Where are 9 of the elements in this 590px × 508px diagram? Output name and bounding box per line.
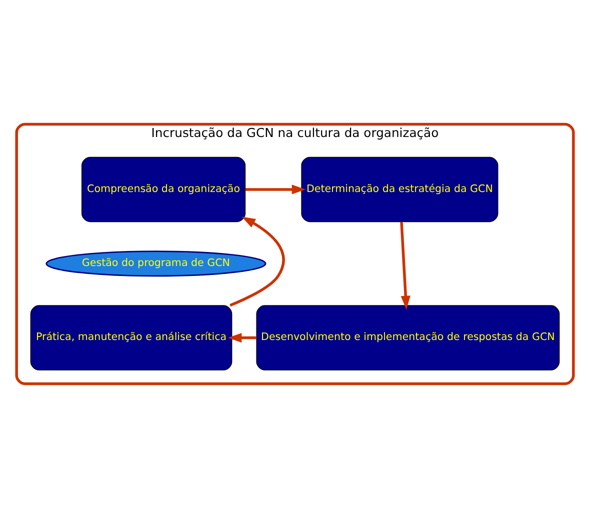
arrow [228, 332, 256, 343]
node-box: Determinação da estratégia da GCN [301, 156, 498, 222]
node-box: Compreensão da organização [81, 156, 246, 222]
node-box: Desenvolvimento e implementação de respostas da GCN [256, 305, 560, 370]
arrow [245, 184, 306, 194]
arrow [230, 216, 285, 307]
arrow [400, 222, 410, 310]
node-box: Prática, manutenção e análise crítica [30, 305, 232, 370]
node-ellipse: Gestão do programa de GCN [46, 250, 266, 277]
